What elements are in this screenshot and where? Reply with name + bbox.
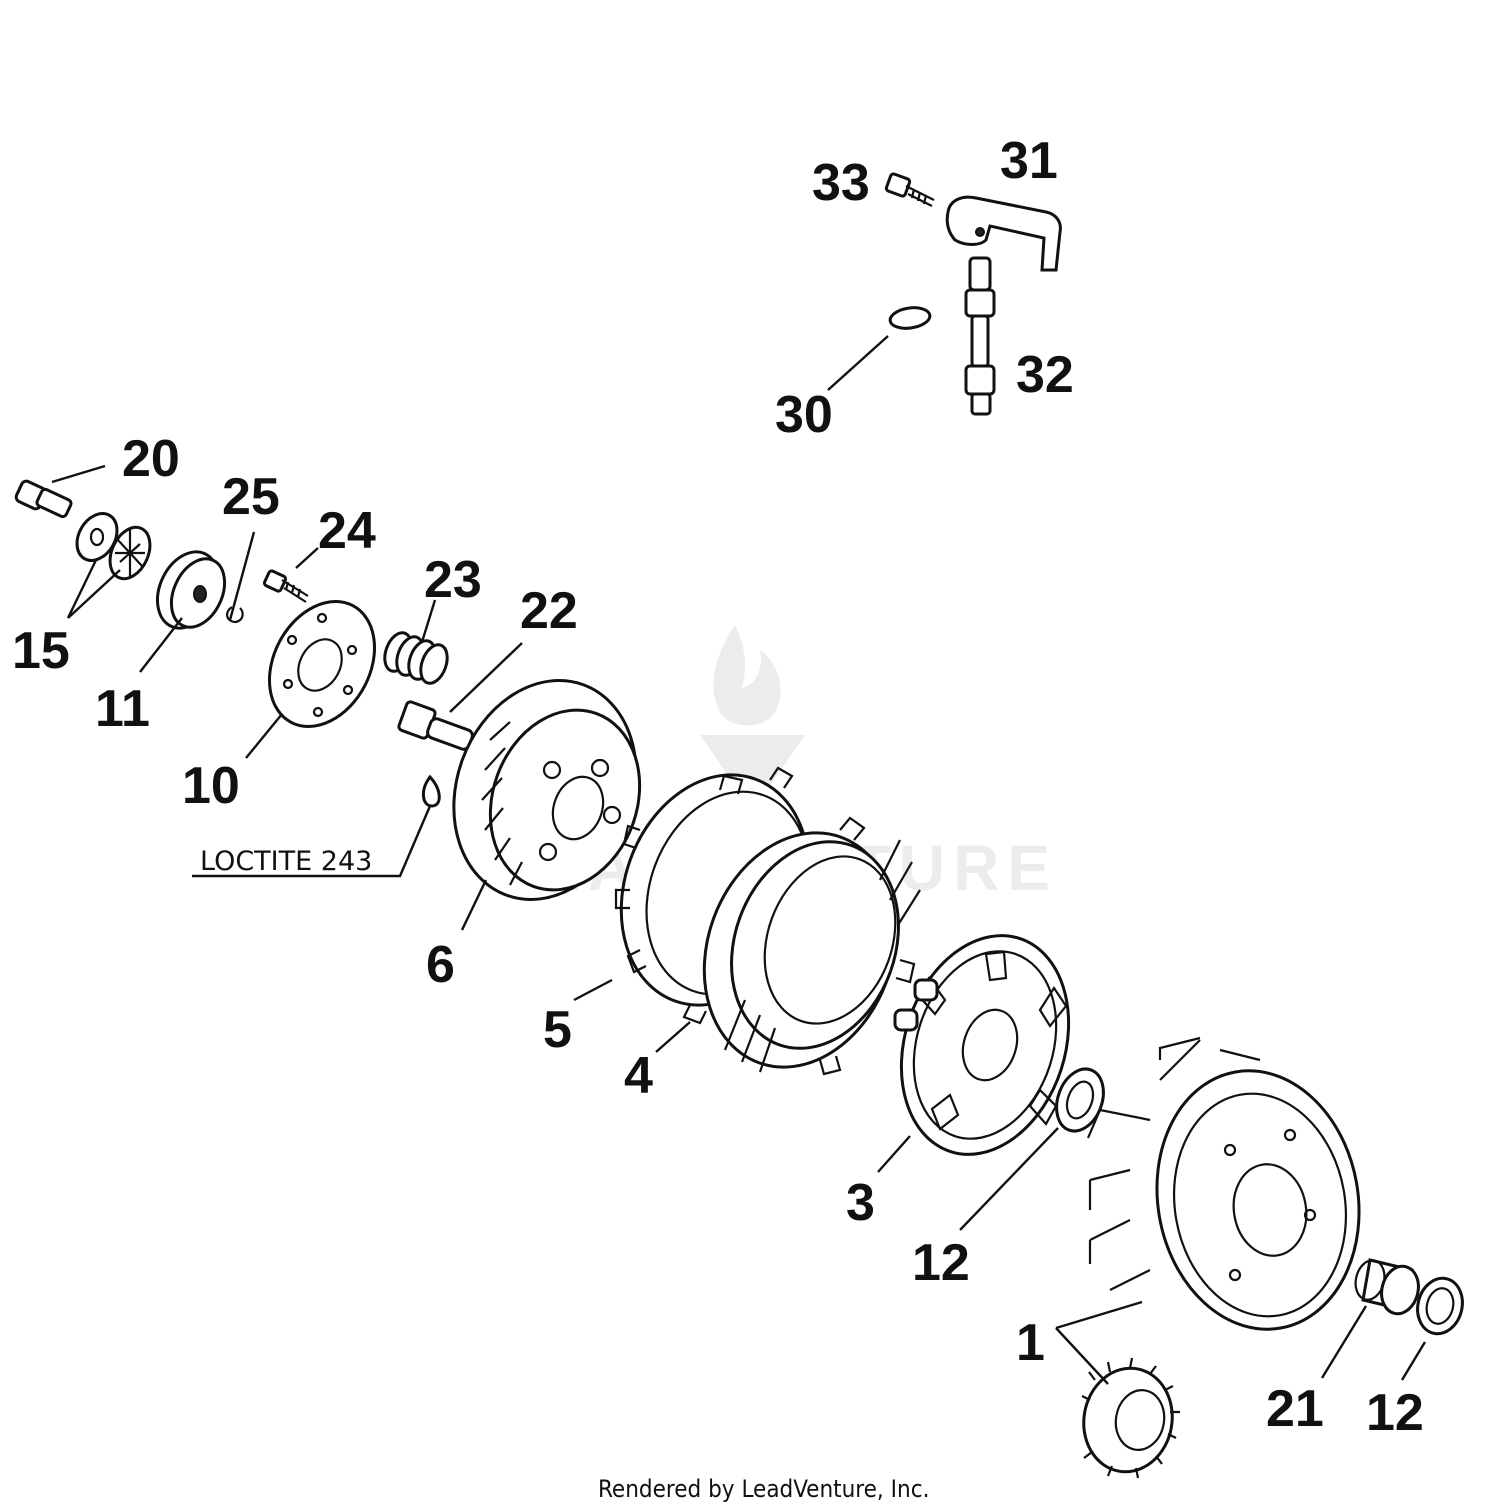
part-32-release-shaft <box>964 256 996 416</box>
callout-11: 11 <box>95 680 150 738</box>
part-25-clip <box>226 606 244 624</box>
part-21-bolt <box>14 479 73 519</box>
part-12-thrust-washer <box>1055 1067 1105 1133</box>
callout-6: 6 <box>426 936 455 994</box>
callout-labels: 20 15 11 25 24 10 23 22 LOCTITE 243 6 5 … <box>12 132 1424 1442</box>
callout-3: 3 <box>846 1174 875 1232</box>
callout-23: 23 <box>424 551 482 609</box>
loctite-note: LOCTITE 243 <box>200 846 372 877</box>
callout-5: 5 <box>543 1001 572 1059</box>
callout-30: 30 <box>775 386 833 444</box>
callout-12-lower: 12 <box>1366 1384 1424 1442</box>
part-11-bearing <box>156 550 227 630</box>
part-1-clutch-basket <box>1086 1036 1361 1331</box>
leader-lines <box>51 335 1427 1385</box>
part-4-clutch-plates <box>702 816 921 1076</box>
render-credit: Rendered by LeadVenture, Inc. <box>598 1475 929 1503</box>
callout-4: 4 <box>624 1047 653 1105</box>
part-22-bolt <box>397 700 474 751</box>
callout-33: 33 <box>812 154 870 212</box>
part-31-release-lever <box>945 195 1062 272</box>
part-1-primary-gear <box>1081 1357 1180 1479</box>
loctite-drop <box>422 774 441 808</box>
callout-25: 25 <box>222 468 280 526</box>
part-15-bushing <box>1354 1258 1420 1316</box>
callout-31: 31 <box>1000 132 1058 190</box>
callout-20: 15 <box>12 622 70 680</box>
callout-24: 24 <box>318 502 376 560</box>
callout-22: 22 <box>520 582 578 640</box>
callout-1: 1 <box>1016 1314 1045 1372</box>
part-12-lower-washer <box>1416 1276 1464 1336</box>
part-3-pressure-plate <box>893 934 1071 1156</box>
callout-21: 20 <box>122 430 180 488</box>
part-20-washers <box>75 512 152 581</box>
part-10-pressure-plate <box>267 600 377 728</box>
part-23-spring <box>383 631 449 685</box>
part-33-bolt <box>884 172 935 207</box>
part-30-circlip <box>888 306 932 330</box>
part-24-screw <box>262 569 309 603</box>
part-6-clutch-hub <box>452 679 642 901</box>
callout-15: 21 <box>1266 1380 1324 1438</box>
callout-12-upper: 12 <box>912 1234 970 1292</box>
callout-10: 10 <box>182 757 240 815</box>
callout-32: 32 <box>1016 346 1074 404</box>
